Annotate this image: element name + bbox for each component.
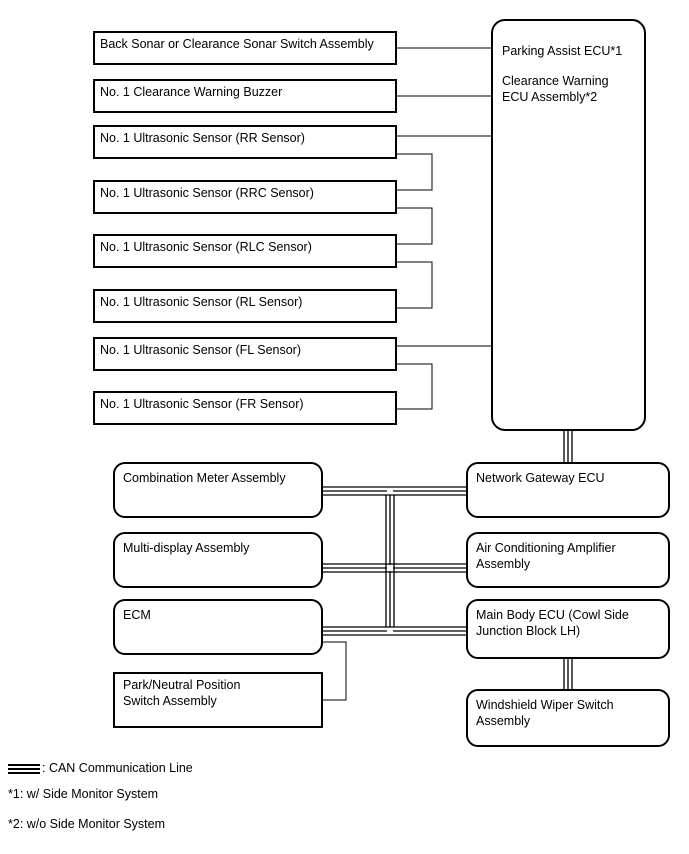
buzzer-box: No. 1 Clearance Warning Buzzer: [93, 79, 397, 113]
ecm-box: ECM: [113, 599, 323, 655]
legend-note-2: *2: w/o Side Monitor System: [8, 817, 166, 831]
ecu-label-2: Clearance Warning ECU Assembly*2: [502, 74, 609, 104]
rlc-sensor-box: No. 1 Ultrasonic Sensor (RLC Sensor): [93, 234, 397, 268]
ecu-label-1: Parking Assist ECU*1: [502, 44, 623, 58]
legend-can-line: : CAN Communication Line: [42, 761, 193, 775]
rl-sensor-box: No. 1 Ultrasonic Sensor (RL Sensor): [93, 289, 397, 323]
air-conditioning-box: Air Conditioning Amplifier Assembly: [466, 532, 670, 588]
park-neutral-switch-box: Park/Neutral Position Switch Assembly: [113, 672, 323, 728]
fr-sensor-box: No. 1 Ultrasonic Sensor (FR Sensor): [93, 391, 397, 425]
back-sonar-switch-box: Back Sonar or Clearance Sonar Switch Ass…: [93, 31, 397, 65]
fl-sensor-box: No. 1 Ultrasonic Sensor (FL Sensor): [93, 337, 397, 371]
network-gateway-box: Network Gateway ECU: [466, 462, 670, 518]
legend-note-1: *1: w/ Side Monitor System: [8, 787, 159, 801]
can-line-symbol: [8, 764, 40, 774]
combination-meter-box: Combination Meter Assembly: [113, 462, 323, 518]
rr-sensor-box: No. 1 Ultrasonic Sensor (RR Sensor): [93, 125, 397, 159]
parking-assist-ecu: Parking Assist ECU*1 Clearance Warning E…: [491, 19, 646, 431]
windshield-wiper-switch-box: Windshield Wiper Switch Assembly: [466, 689, 670, 747]
main-body-ecu-box: Main Body ECU (Cowl Side Junction Block …: [466, 599, 670, 659]
multi-display-box: Multi-display Assembly: [113, 532, 323, 588]
rrc-sensor-box: No. 1 Ultrasonic Sensor (RRC Sensor): [93, 180, 397, 214]
